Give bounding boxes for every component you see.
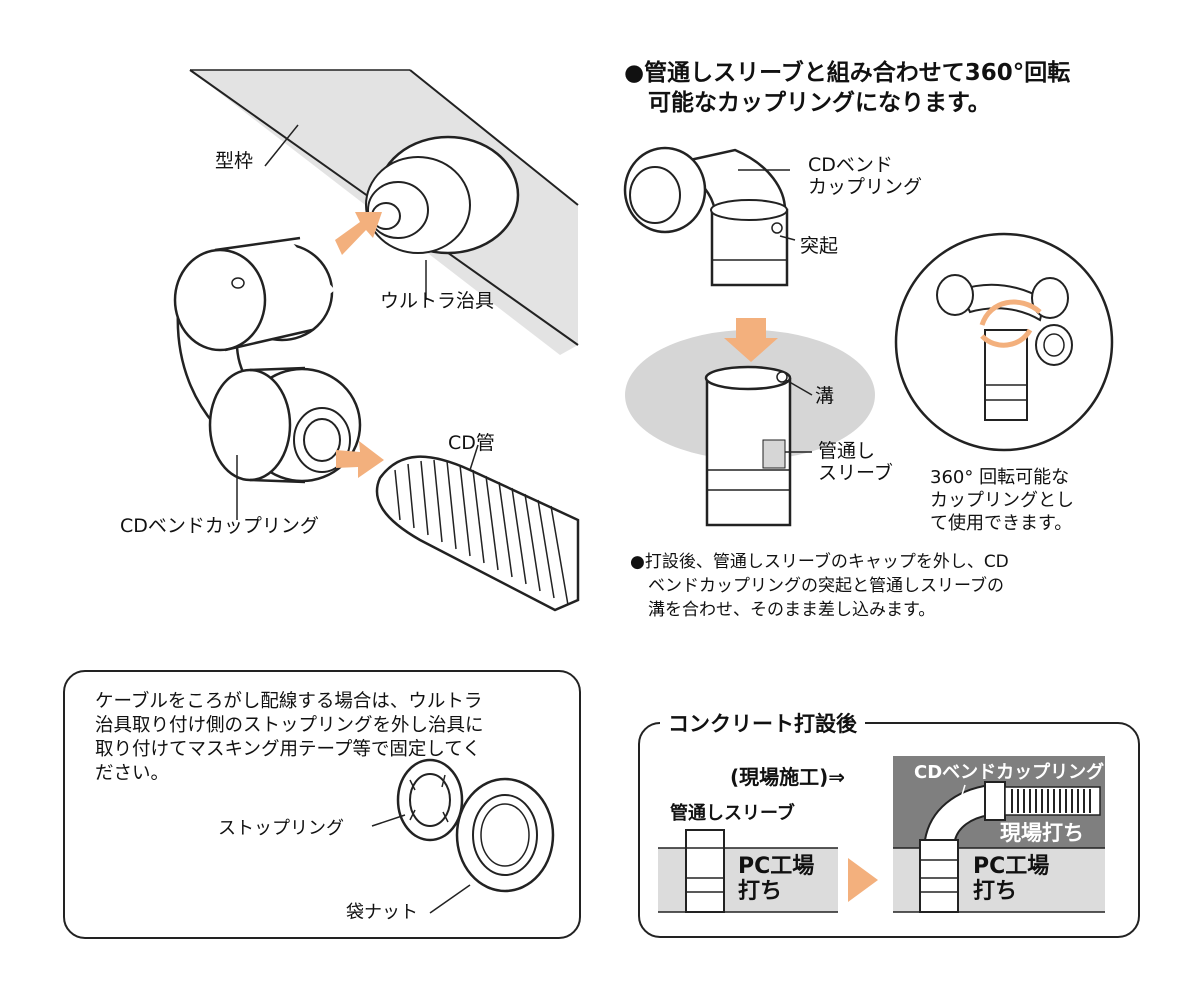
cd-bend-label-panel: CDベンドカップリング bbox=[914, 762, 1105, 783]
cable-note-line4: ださい。 bbox=[95, 763, 170, 784]
procedure-line1: ●打設後、管通しスリーブのキャップを外し、CD bbox=[630, 552, 1009, 572]
cable-note-line2: 治具取り付け側のストップリングを外し治具に bbox=[95, 715, 484, 736]
label-sleeve-line2: スリーブ bbox=[818, 462, 893, 484]
label-bag-nut: 袋ナット bbox=[346, 902, 418, 923]
label-protrusion: 突起 bbox=[800, 235, 839, 257]
pc-label-right-1: PC工場 bbox=[973, 854, 1050, 879]
pc-label-left-2: 打ち bbox=[738, 879, 783, 904]
label-groove: 溝 bbox=[815, 385, 835, 407]
rotation-note-line2: カップリングとし bbox=[930, 490, 1074, 511]
heading-line2: 可能なカップリングになります。 bbox=[648, 90, 991, 116]
procedure-line2: ベンドカップリングの突起と管通しスリーブの bbox=[648, 576, 1004, 596]
cable-note-line1: ケーブルをころがし配線する場合は、ウルトラ bbox=[95, 691, 483, 712]
sleeve-label: 管通しスリーブ bbox=[670, 803, 795, 824]
cable-note-line3: 取り付けてマスキング用テープ等で固定してく bbox=[95, 739, 481, 760]
label-cd-bend-line1: CDベンド bbox=[808, 154, 893, 176]
pc-label-right-2: 打ち bbox=[973, 879, 1018, 904]
heading-line1: ●管通しスリーブと組み合わせて360°回転 bbox=[624, 60, 1071, 86]
rotation-note-line3: て使用できます。 bbox=[930, 513, 1073, 534]
pc-label-left-1: PC工場 bbox=[738, 854, 815, 879]
label-cd-pipe: CD管 bbox=[448, 432, 495, 454]
label-ultra-jig: ウルトラ治具 bbox=[380, 290, 495, 312]
procedure-line3: 溝を合わせ、そのまま差し込みます。 bbox=[648, 600, 936, 620]
field-construction-label: (現場施工)⇒ bbox=[730, 765, 846, 789]
field-cast-label: 現場打ち bbox=[1000, 821, 1084, 845]
label-cd-bend-line2: カップリング bbox=[808, 176, 923, 198]
label-sleeve-line1: 管通し bbox=[818, 440, 876, 462]
rotation-note-line1: 360° 回転可能な bbox=[930, 467, 1070, 488]
label-cd-bend-coupling: CDベンドカップリング bbox=[120, 515, 319, 537]
after-concrete-title: コンクリート打設後 bbox=[660, 708, 865, 738]
label-formwork: 型枠 bbox=[215, 150, 254, 172]
label-stop-ring: ストップリング bbox=[218, 818, 344, 839]
